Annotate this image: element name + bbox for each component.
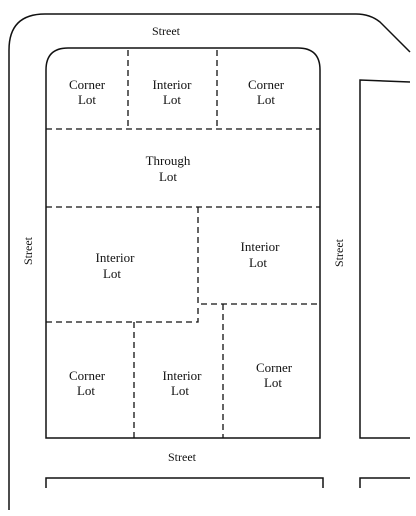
lot-label-line2: Lot [103, 266, 121, 281]
lot-through: Through Lot [146, 153, 191, 184]
bottom-right-block-curb [359, 477, 410, 488]
lot-line-mid-left-bottom [46, 304, 199, 323]
street-label-top: Street [152, 24, 181, 38]
lot-label-line1: Corner [69, 77, 106, 92]
lot-label-line2: Lot [77, 383, 95, 398]
lot-label-line1: Interior [153, 77, 193, 92]
lot-label-line2: Lot [78, 92, 96, 107]
block-outline [45, 47, 321, 439]
bottom-left-block-curb [45, 477, 324, 488]
lot-label-line2: Lot [159, 169, 177, 184]
lot-label-line2: Lot [163, 92, 181, 107]
lot-interior-mid-left: Interior Lot [96, 250, 136, 281]
street-label-right: Street [332, 238, 346, 267]
lot-corner-bottom-right: Corner Lot [256, 360, 293, 390]
lot-interior-top: Interior Lot [153, 77, 193, 107]
lot-interior-bottom: Interior Lot [163, 368, 203, 398]
lot-label-line2: Lot [257, 92, 275, 107]
lot-lines [46, 50, 320, 438]
lot-label-line1: Interior [96, 250, 136, 265]
lot-interior-mid-right: Interior Lot [241, 239, 281, 270]
lot-corner-bottom-left: Corner Lot [69, 368, 106, 398]
street-label-left: Street [21, 236, 35, 265]
lot-label-line1: Corner [248, 77, 285, 92]
lot-label-line1: Through [146, 153, 191, 168]
lot-label-line2: Lot [264, 375, 282, 390]
lot-label-line1: Interior [163, 368, 203, 383]
lot-label-line1: Corner [256, 360, 293, 375]
lot-label-line2: Lot [171, 383, 189, 398]
lot-line-mid-divider [197, 207, 320, 305]
lot-corner-top-right: Corner Lot [248, 77, 285, 107]
lot-label-line1: Interior [241, 239, 281, 254]
lot-label-line1: Corner [69, 368, 106, 383]
lot-label-line2: Lot [249, 255, 267, 270]
outer-curb-top-left [8, 13, 411, 510]
lot-corner-top-left: Corner Lot [69, 77, 106, 107]
right-block-curb [359, 79, 411, 439]
street-label-bottom: Street [168, 450, 197, 464]
